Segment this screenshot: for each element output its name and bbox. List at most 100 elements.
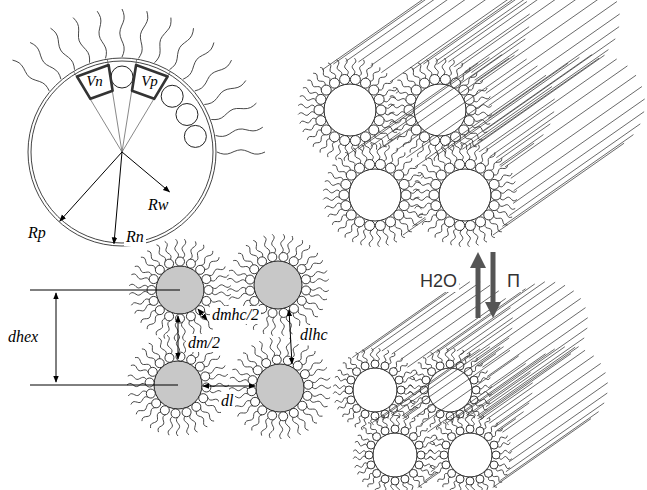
lipid-tail (303, 410, 317, 423)
head-group (304, 380, 313, 389)
lipid-tail (492, 428, 502, 437)
lipid-tail (129, 292, 148, 296)
cylinder-line (448, 0, 579, 62)
water-core (349, 169, 401, 221)
head-group (466, 477, 474, 485)
lipid-tail (397, 363, 407, 372)
lipid-tail (498, 442, 510, 447)
head-group (202, 296, 211, 305)
lipid-tail (418, 63, 426, 78)
lipid-tail (397, 80, 411, 90)
lipid-tail (353, 456, 366, 460)
lipid-tail (328, 209, 343, 217)
lipid-tail (388, 353, 395, 365)
hydration-arrow (476, 266, 481, 318)
head-group (289, 304, 298, 313)
lipid-tail (131, 274, 149, 280)
lipid-tail (430, 463, 442, 468)
lipid-tail (147, 315, 159, 330)
lipid-tail (345, 58, 349, 75)
lipid-tail (229, 293, 247, 299)
cylinder-line (392, 347, 490, 416)
lipid-tail (175, 239, 179, 258)
cylinder-face (338, 353, 412, 427)
lipid-tail (182, 239, 186, 258)
head-group (186, 312, 195, 321)
lipid-tail (433, 435, 445, 442)
lipid-tail (302, 351, 315, 365)
head-group (272, 355, 281, 364)
lipid-tail (195, 60, 232, 91)
lipid-tail (263, 316, 269, 334)
head-group (491, 190, 501, 200)
lipid-tail (232, 369, 250, 376)
lipid-tail (435, 58, 439, 75)
head-group (196, 306, 205, 315)
head-group (456, 475, 464, 483)
lipid-tail (352, 58, 356, 75)
lipid-tail (451, 418, 458, 430)
head-group (395, 396, 403, 404)
pressure-arrow-head (485, 302, 501, 318)
lipid-tail (479, 415, 484, 427)
lipid-tail (303, 305, 318, 317)
head-group (430, 74, 440, 84)
cylinder-line (420, 356, 518, 425)
head-group (465, 221, 475, 231)
lipid-tail (479, 227, 487, 242)
head-group (455, 221, 465, 231)
lipid-tail (389, 227, 397, 242)
lipid-tail (306, 300, 323, 309)
head-group (341, 201, 351, 211)
head-group (258, 257, 267, 266)
head-group (340, 74, 350, 84)
lipid-tail (353, 148, 361, 163)
head-group (411, 85, 421, 95)
lipid-tail (336, 144, 341, 160)
head-group (373, 433, 381, 441)
lipid-tail (51, 28, 75, 69)
head-group (399, 201, 409, 211)
lipid-tail (465, 413, 469, 426)
dimension-arrow (289, 310, 292, 364)
lipid-tail (309, 367, 326, 375)
lipid-tail (408, 481, 415, 490)
cylinder-line (477, 50, 608, 142)
lipid-tail (73, 18, 90, 63)
cylinder-line (457, 282, 555, 351)
head-group (192, 402, 201, 411)
lipid-tail (442, 58, 446, 75)
head-group (445, 163, 455, 173)
lipid-tail (390, 148, 398, 163)
head-group (371, 360, 379, 368)
lipid-tail (498, 464, 510, 469)
lipid-tail (300, 118, 316, 123)
lipid-tail (287, 236, 293, 254)
cylinder-face (329, 149, 420, 240)
volume-label: Vp (141, 74, 158, 89)
water-core (324, 84, 376, 136)
lipid-tail (381, 483, 386, 490)
lipid-tail (165, 241, 171, 259)
head-group (246, 286, 255, 295)
lipid-tail (131, 397, 149, 405)
head-group (476, 217, 486, 227)
lipid-tail (201, 251, 213, 266)
lipid-tail (478, 483, 483, 490)
lipid-tail (311, 394, 330, 399)
head-group (176, 314, 185, 323)
lipid-tail (395, 224, 405, 238)
lipid-tail (435, 152, 445, 166)
dimension-arrow (60, 152, 122, 221)
lipid-tail (271, 317, 275, 336)
lipid-tail (131, 365, 149, 373)
dimension-arrow (56, 293, 57, 382)
head-group (436, 362, 444, 370)
head-group (365, 451, 373, 459)
head-group (321, 85, 331, 95)
head-group (490, 441, 498, 449)
lipid-tail (157, 245, 166, 262)
head-group (420, 78, 430, 88)
lipid-tail (376, 418, 383, 430)
